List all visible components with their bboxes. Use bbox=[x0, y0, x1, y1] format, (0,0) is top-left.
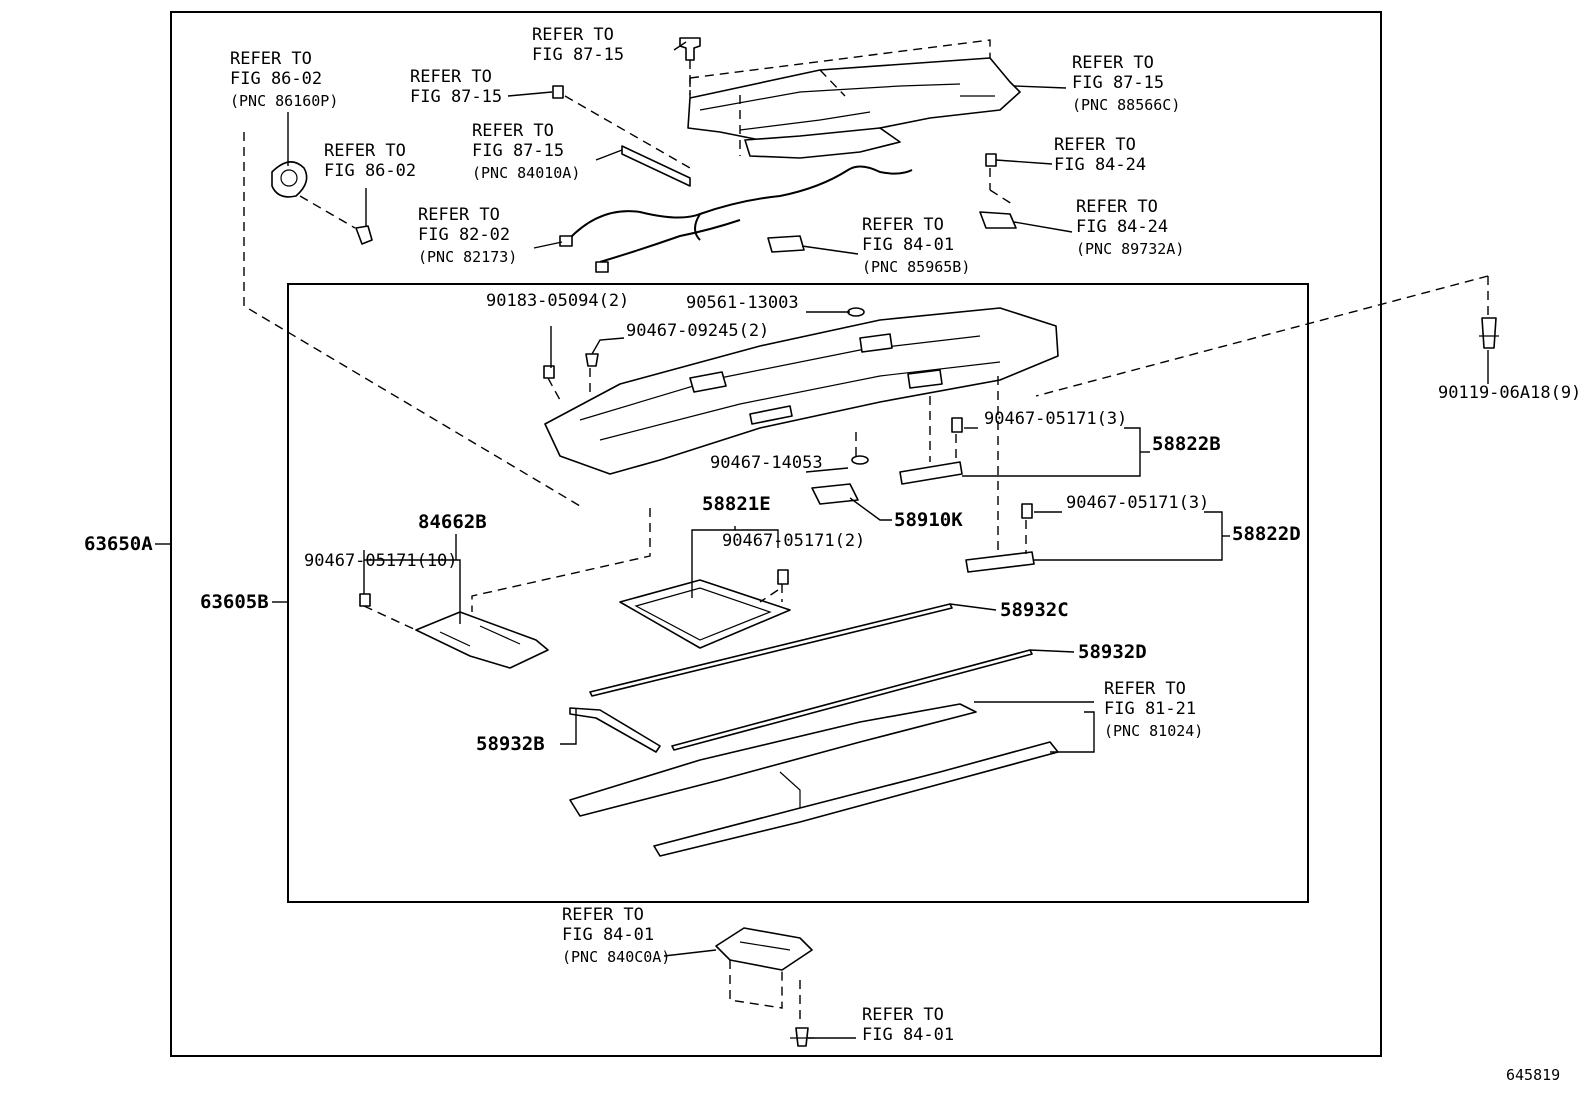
callout-pnc-text: (PNC 81024) bbox=[1104, 722, 1203, 740]
callout-86-02-grommet: REFER TO FIG 86-02 (PNC 86160P) bbox=[230, 49, 338, 110]
callout-refer-text: REFER TO bbox=[418, 205, 500, 225]
callout-refer-text: REFER TO bbox=[1104, 679, 1186, 699]
trim-part bbox=[965, 503, 1035, 573]
part-label-90119: 90119-06A18(9) bbox=[1438, 383, 1581, 403]
callout-87-15-clip: REFER TO FIG 87-15 bbox=[532, 25, 624, 65]
trim-part bbox=[899, 417, 963, 485]
part-label-58932D: 58932D bbox=[1078, 641, 1147, 663]
callout-84-24-screw: REFER TO FIG 84-24 bbox=[1054, 135, 1146, 175]
headliner-frame-part bbox=[544, 307, 1059, 475]
callout-pnc-text: (PNC 85965B) bbox=[862, 258, 970, 276]
part-label-58932B: 58932B bbox=[476, 733, 545, 755]
part-label-90467-05171-2: 90467-05171(2) bbox=[722, 531, 865, 551]
callout-pnc-text: (PNC 88566C) bbox=[1072, 96, 1180, 114]
callout-refer-text: REFER TO bbox=[1054, 135, 1136, 155]
callout-84-01-screw: REFER TO FIG 84-01 bbox=[862, 1005, 954, 1045]
panel-part bbox=[415, 611, 549, 669]
callout-84-01-connector: REFER TO FIG 84-01 (PNC 85965B) bbox=[862, 215, 970, 276]
diagram-id-label: 645819 bbox=[1506, 1066, 1560, 1084]
part-label-84662B: 84662B bbox=[418, 511, 487, 533]
callout-refer-text: REFER TO bbox=[562, 905, 644, 925]
console-part bbox=[359, 569, 791, 649]
part-label-90467-09245: 90467-09245(2) bbox=[626, 321, 769, 341]
callout-84-01-dome-lamp: REFER TO FIG 84-01 (PNC 840C0A) bbox=[562, 905, 670, 966]
rail-part bbox=[569, 603, 1033, 753]
vent-part bbox=[811, 483, 859, 505]
part-label-90561: 90561-13003 bbox=[686, 293, 799, 313]
part-label-90183: 90183-05094(2) bbox=[486, 291, 629, 311]
assembly-label-63605B: 63605B bbox=[200, 591, 269, 613]
leader-lines bbox=[155, 41, 1489, 1039]
callout-refer-text: REFER TO bbox=[472, 121, 554, 141]
callout-fig-text: FIG 84-01 bbox=[862, 1025, 954, 1045]
callout-refer-text: REFER TO bbox=[1076, 197, 1158, 217]
callout-fig-text: FIG 87-15 bbox=[1072, 73, 1164, 93]
callout-fig-text: FIG 84-24 bbox=[1076, 217, 1168, 237]
part-label-90467-05171-3a: 90467-05171(3) bbox=[984, 409, 1127, 429]
callout-pnc-text: (PNC 89732A) bbox=[1076, 240, 1184, 258]
grommet-part bbox=[271, 161, 356, 229]
part-label-58932C: 58932C bbox=[1000, 599, 1069, 621]
callout-refer-text: REFER TO bbox=[230, 49, 312, 69]
lamp-part bbox=[979, 211, 1017, 229]
callout-fig-text: FIG 81-21 bbox=[1104, 699, 1196, 719]
callout-fig-text: FIG 84-01 bbox=[862, 235, 954, 255]
callout-87-15-screw: REFER TO FIG 87-15 bbox=[410, 67, 502, 107]
part-label-58822D: 58822D bbox=[1232, 523, 1301, 545]
wire-harness-part bbox=[559, 165, 913, 273]
callout-refer-text: REFER TO bbox=[410, 67, 492, 87]
part-label-58821E: 58821E bbox=[702, 493, 771, 515]
callout-pnc-text: (PNC 86160P) bbox=[230, 92, 338, 110]
screw-part bbox=[355, 225, 373, 245]
screw-part bbox=[790, 1027, 814, 1047]
screw-part bbox=[552, 85, 691, 169]
outer-assembly-frame bbox=[170, 11, 1382, 1057]
callout-fig-text: FIG 87-15 bbox=[472, 141, 564, 161]
callout-fig-text: FIG 82-02 bbox=[418, 225, 510, 245]
part-label-58910K: 58910K bbox=[894, 509, 963, 531]
assembly-label-63650A: 63650A bbox=[84, 533, 153, 555]
callout-fig-text: FIG 84-24 bbox=[1054, 155, 1146, 175]
callout-refer-text: REFER TO bbox=[532, 25, 614, 45]
callout-refer-text: REFER TO bbox=[862, 1005, 944, 1025]
callout-fig-text: FIG 87-15 bbox=[532, 45, 624, 65]
callout-87-15-duct: REFER TO FIG 87-15 (PNC 88566C) bbox=[1072, 53, 1180, 114]
callout-87-15-bracket: REFER TO FIG 87-15 (PNC 84010A) bbox=[472, 121, 580, 182]
roof-duct-part bbox=[687, 39, 1021, 159]
callout-fig-text: FIG 86-02 bbox=[324, 161, 416, 181]
callout-86-02-screw: REFER TO FIG 86-02 bbox=[324, 141, 416, 181]
inner-assembly-frame bbox=[287, 283, 1309, 903]
part-label-58822B: 58822B bbox=[1152, 433, 1221, 455]
bolt-part bbox=[1479, 317, 1499, 349]
connector-part bbox=[767, 235, 805, 253]
bracket-part bbox=[621, 145, 691, 187]
callout-82-02-harness: REFER TO FIG 82-02 (PNC 82173) bbox=[418, 205, 517, 266]
callout-pnc-text: (PNC 82173) bbox=[418, 248, 517, 266]
side-trim-part bbox=[569, 703, 1059, 857]
part-label-90467-05171-3b: 90467-05171(3) bbox=[1066, 493, 1209, 513]
callout-pnc-text: (PNC 840C0A) bbox=[562, 948, 670, 966]
callout-84-24-lamp: REFER TO FIG 84-24 (PNC 89732A) bbox=[1076, 197, 1184, 258]
callout-refer-text: REFER TO bbox=[1072, 53, 1154, 73]
callout-refer-text: REFER TO bbox=[862, 215, 944, 235]
assembly-dashed-lines bbox=[243, 132, 1489, 631]
screw-part bbox=[985, 153, 1013, 205]
callout-fig-text: FIG 86-02 bbox=[230, 69, 322, 89]
dome-lamp-part bbox=[715, 927, 813, 1024]
part-label-90467-05171-10: 90467-05171(10) bbox=[304, 551, 458, 571]
callout-fig-text: FIG 84-01 bbox=[562, 925, 654, 945]
callout-refer-text: REFER TO bbox=[324, 141, 406, 161]
callout-fig-text: FIG 87-15 bbox=[410, 87, 502, 107]
part-label-90467-14053: 90467-14053 bbox=[710, 453, 823, 473]
callout-pnc-text: (PNC 84010A) bbox=[472, 164, 580, 182]
callout-81-21-trim: REFER TO FIG 81-21 (PNC 81024) bbox=[1104, 679, 1203, 740]
